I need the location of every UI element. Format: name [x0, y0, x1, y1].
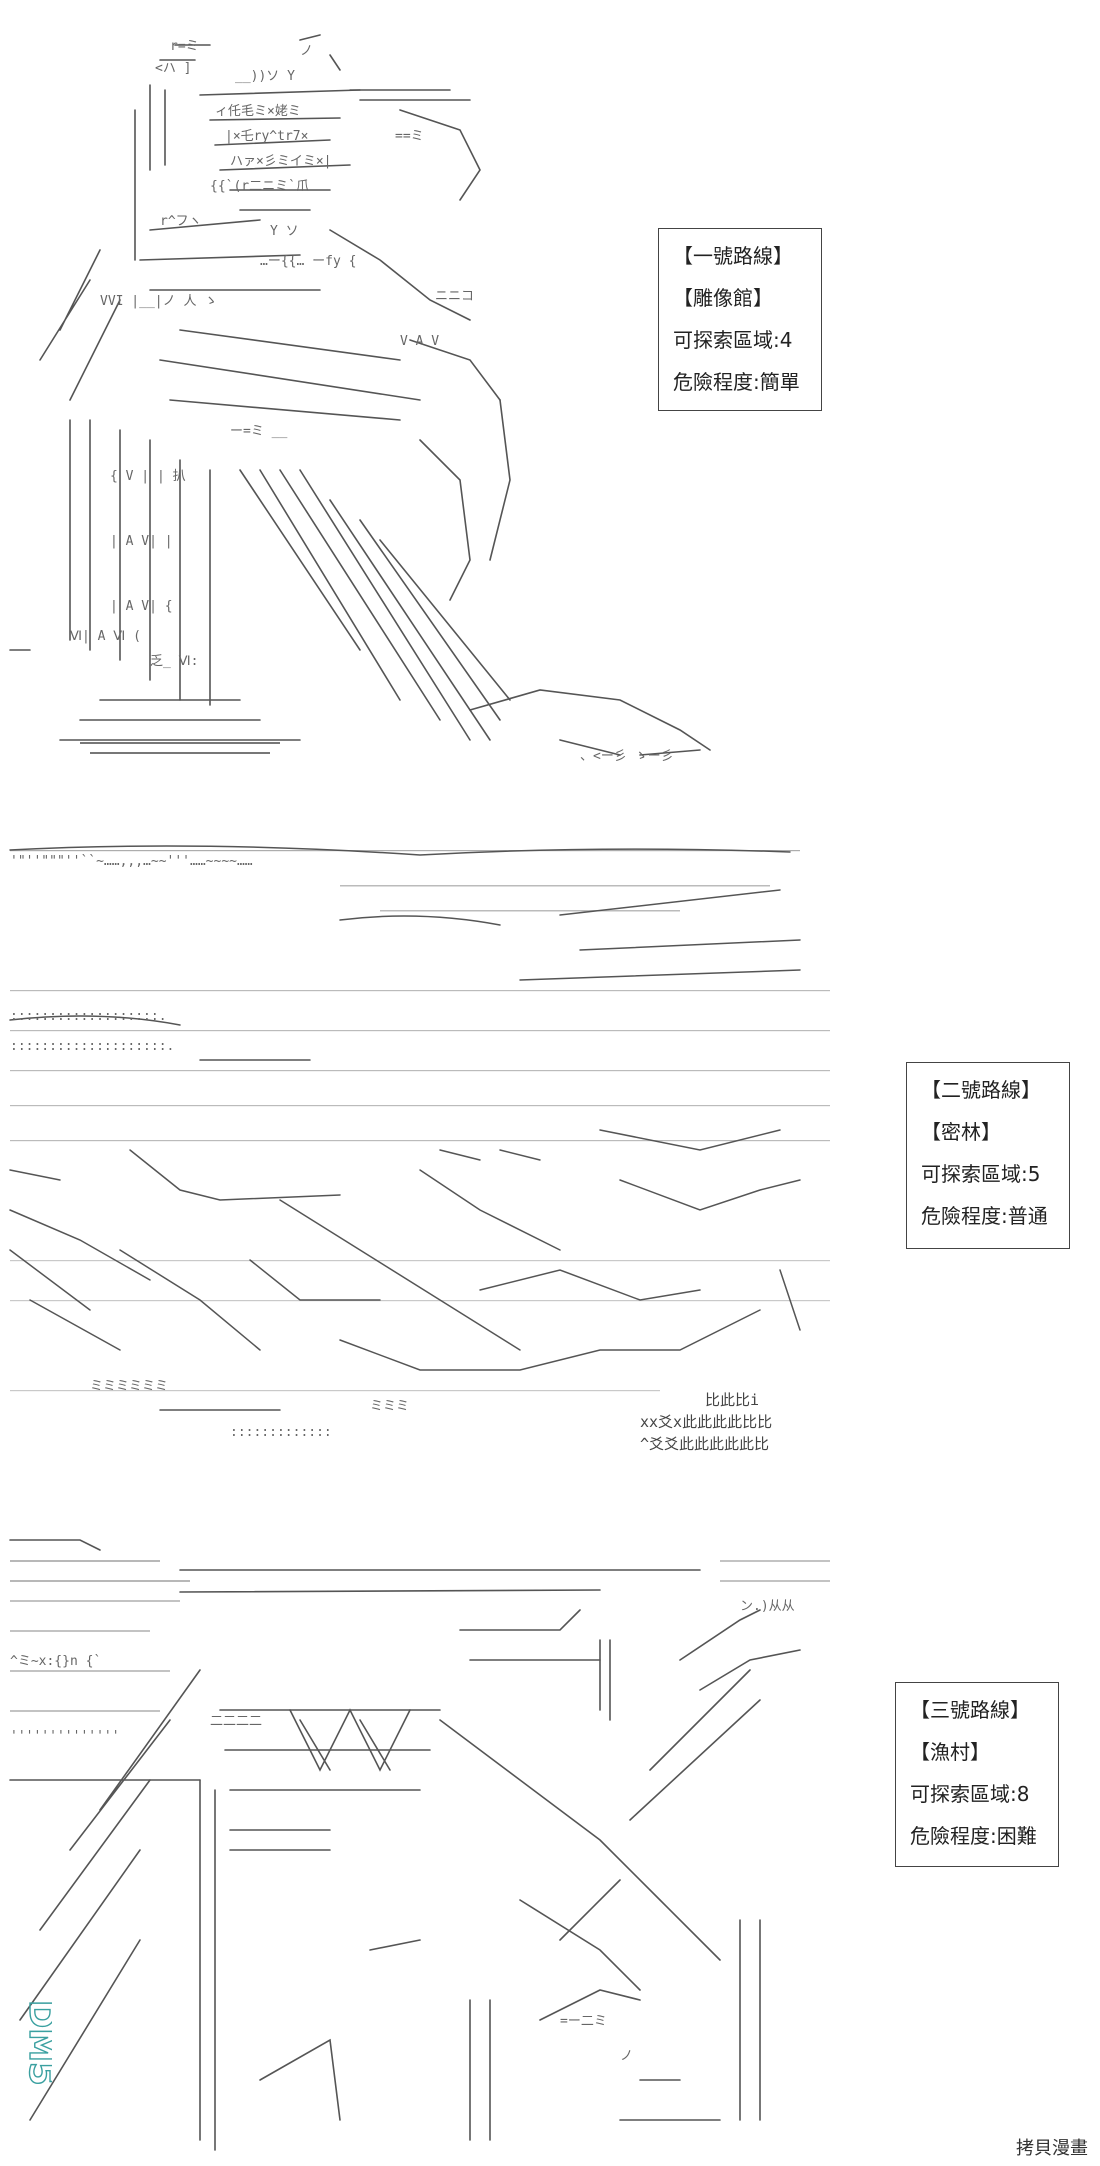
panel-dense-forest: '"''"""''``~……,,,…~~'''……~~~~…… ::::::::…	[0, 830, 1100, 1490]
svg-text:=ー二ミ: =ー二ミ	[560, 2014, 607, 2029]
forest-glyph-label-2: xx爻x此此此此比比	[640, 1413, 772, 1431]
route-1-title: 【一號路線】	[673, 244, 793, 268]
svg-text:r^フヽ: r^フヽ	[160, 214, 202, 229]
svg-text:==ミ: ==ミ	[395, 129, 424, 144]
svg-text:ー=ミ __: ー=ミ __	[230, 424, 287, 439]
panel-statue-hall: r=ミ ノ <ハ ] __))ソ Y ィ仛毛ミ×姥ミ |×乇ry^tr7× ハァ…	[0, 0, 1100, 780]
svg-text:VVI |__|ノ 人 ゝ: VVI |__|ノ 人 ゝ	[100, 294, 217, 309]
route-3-location: 【漁村】	[910, 1740, 990, 1764]
svg-text:r=ミ: r=ミ	[170, 39, 199, 54]
route-2-danger: 危險程度:普通	[921, 1204, 1048, 1228]
svg-text:{{`(r二ニミ`爪: {{`(r二ニミ`爪	[210, 179, 309, 194]
svg-text:ミミミミミミ: ミミミミミミ	[90, 1379, 168, 1394]
route-1-location: 【雕像館】	[673, 286, 773, 310]
svg-text:ノ: ノ	[620, 2049, 633, 2064]
svg-text:ノ: ノ	[300, 44, 313, 59]
svg-text:ニニコ: ニニコ	[435, 289, 474, 304]
forest-glyph-label-1: 比此比i	[705, 1391, 759, 1409]
svg-text:、<ー彡 ゝー彡: 、<ー彡 ゝー彡	[580, 749, 674, 764]
svg-text:…ー{{… ーfy {: …ー{{… ーfy {	[260, 254, 356, 269]
svg-text:ン.)从从: ン.)从从	[740, 1599, 795, 1614]
svg-text:|×乇ry^tr7×: |×乇ry^tr7×	[225, 129, 308, 144]
route-3-areas: 可探索區域:8	[910, 1782, 1030, 1806]
svg-text:{ V | | 扒: { V | | 扒	[110, 469, 186, 484]
route-1-areas: 可探索區域:4	[673, 328, 793, 352]
statue-ascii-art: r=ミ ノ <ハ ] __))ソ Y ィ仛毛ミ×姥ミ |×乇ry^tr7× ハァ…	[9, 34, 711, 764]
route-3-title: 【三號路線】	[910, 1698, 1030, 1722]
svg-text:Y ソ: Y ソ	[270, 224, 299, 239]
dm5-watermark-logo: DM5	[20, 1999, 52, 2086]
route-2-location: 【密林】	[921, 1120, 1001, 1144]
svg-text:| A V| |: | A V| |	[110, 534, 173, 549]
route-3-danger: 危險程度:困難	[910, 1824, 1037, 1848]
fishing-village-ascii-art: ^ミ~x:{}n {` ン.)从从 二二二二 =ー二ミ ノ ''''''''''…	[9, 1539, 830, 2151]
route-2-areas: 可探索區域:5	[921, 1162, 1041, 1186]
panel-fishing-village: ^ミ~x:{}n {` ン.)从从 二二二二 =ー二ミ ノ ''''''''''…	[0, 1520, 1100, 2166]
forest-ascii-art: '"''"""''``~……,,,…~~'''……~~~~…… ::::::::…	[9, 845, 830, 1453]
route-2-info-box: 【二號路線】 【密林】 可探索區域:5 危險程度:普通	[906, 1062, 1070, 1249]
svg-text:::::::::::::::::::::.: ::::::::::::::::::::.	[10, 1039, 174, 1054]
svg-text:<ハ ]: <ハ ]	[155, 61, 191, 76]
route-3-info-box: 【三號路線】 【漁村】 可探索區域:8 危險程度:困難	[895, 1682, 1059, 1867]
svg-text:ィ仛毛ミ×姥ミ: ィ仛毛ミ×姥ミ	[215, 104, 301, 119]
route-2-title: 【二號路線】	[921, 1078, 1041, 1102]
svg-text:^ミ~x:{}n {`: ^ミ~x:{}n {`	[10, 1654, 101, 1669]
svg-text:__))ソ Y: __))ソ Y	[235, 69, 295, 84]
svg-text:'"''"""''``~……,,,…~~'''……~~~~…: '"''"""''``~……,,,…~~'''……~~~~……	[10, 854, 253, 869]
svg-text:| A V| {: | A V| {	[110, 599, 173, 614]
svg-text::::::::::::::: :::::::::::::	[230, 1425, 332, 1440]
svg-text:二二二二: 二二二二	[210, 1714, 262, 1729]
svg-text:ハァ×彡ミイミ×|: ハァ×彡ミイミ×|	[230, 154, 331, 169]
svg-text:Ⅵ| A Ⅵ (: Ⅵ| A Ⅵ (	[70, 629, 141, 644]
forest-glyph-label-3: ^爻爻此此此此此比	[640, 1435, 769, 1453]
copy-manga-watermark: 拷貝漫畫	[1016, 2138, 1088, 2159]
route-1-info-box: 【一號路線】 【雕像館】 可探索區域:4 危險程度:簡單	[658, 228, 822, 411]
svg-text:乏_ Ⅵ:: 乏_ Ⅵ:	[150, 654, 198, 669]
svg-text::::::::::::::::::::.: :::::::::::::::::::.	[10, 1009, 167, 1024]
svg-text:ミミミ: ミミミ	[370, 1399, 409, 1414]
svg-text:V A V: V A V	[400, 334, 439, 349]
svg-text:'''''''''''''': ''''''''''''''	[10, 1729, 120, 1744]
dm5-watermark-text: DM5	[21, 2000, 52, 2086]
route-1-danger: 危險程度:簡單	[673, 370, 800, 394]
